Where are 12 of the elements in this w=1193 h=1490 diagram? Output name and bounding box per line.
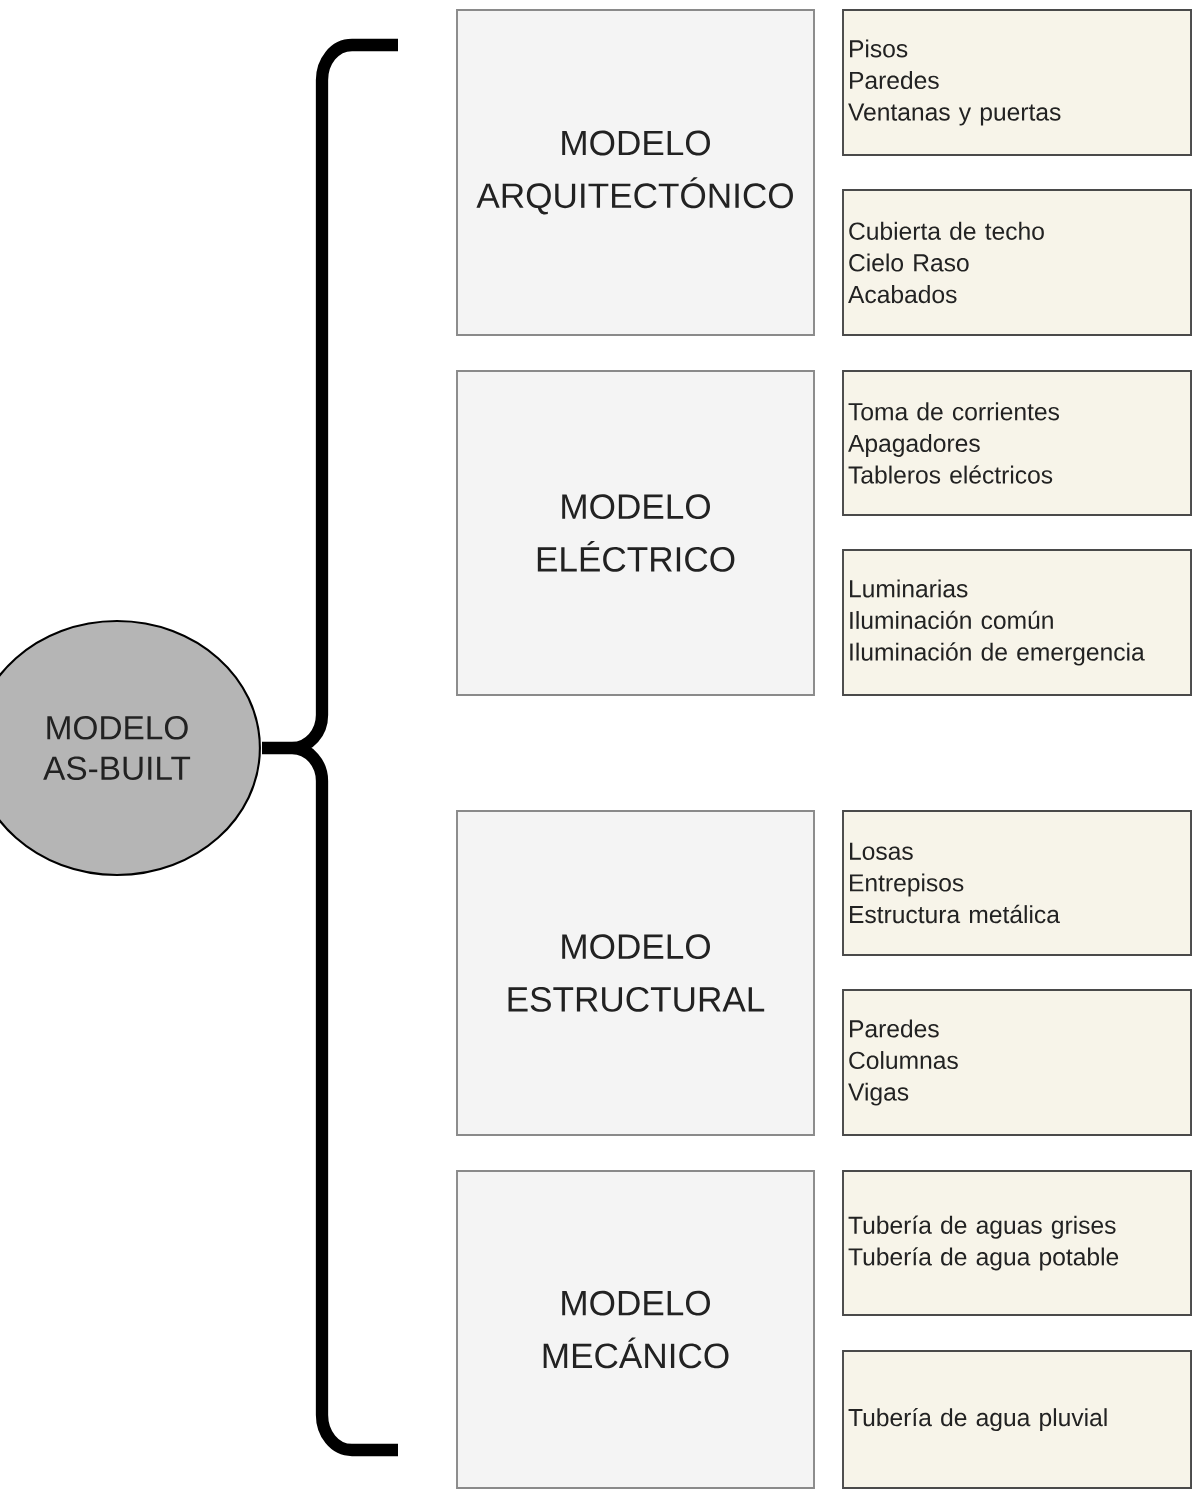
category-box: MODELO ARQUITECTÓNICO	[456, 9, 815, 336]
category-box: MODELO MECÁNICO	[456, 1170, 815, 1489]
item-box: Cubierta de techo Cielo Raso Acabados	[842, 189, 1192, 336]
category-box: MODELO ELÉCTRICO	[456, 370, 815, 696]
item-box: Pisos Paredes Ventanas y puertas	[842, 9, 1192, 156]
item-box: Tubería de aguas grises Tubería de agua potable	[842, 1170, 1192, 1316]
item-box: Losas Entrepisos Estructura metálica	[842, 810, 1192, 956]
item-box: Toma de corrientes Apagadores Tableros eléctricos	[842, 370, 1192, 516]
category-box: MODELO ESTRUCTURAL	[456, 810, 815, 1136]
item-box: Paredes Columnas Vigas	[842, 989, 1192, 1136]
item-box: Luminarias Iluminación común Iluminación de emergencia	[842, 549, 1192, 696]
item-box: Tubería de agua pluvial	[842, 1350, 1192, 1489]
